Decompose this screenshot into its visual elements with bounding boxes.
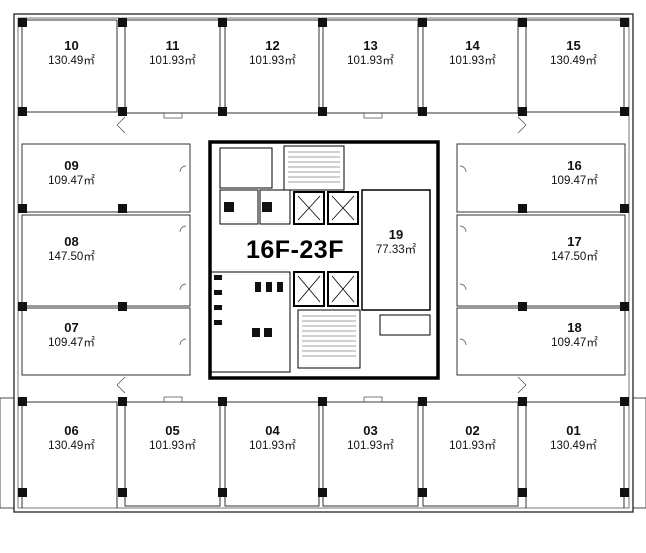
stair-treads	[288, 151, 356, 357]
side-units	[21, 143, 626, 376]
elevator-marks	[297, 195, 355, 303]
floor-range-title: 16F-23F	[246, 236, 344, 264]
doors	[116, 112, 527, 403]
building-core	[208, 140, 440, 380]
columns	[18, 18, 629, 497]
top-units	[21, 19, 625, 114]
restroom-fixtures	[214, 202, 283, 337]
